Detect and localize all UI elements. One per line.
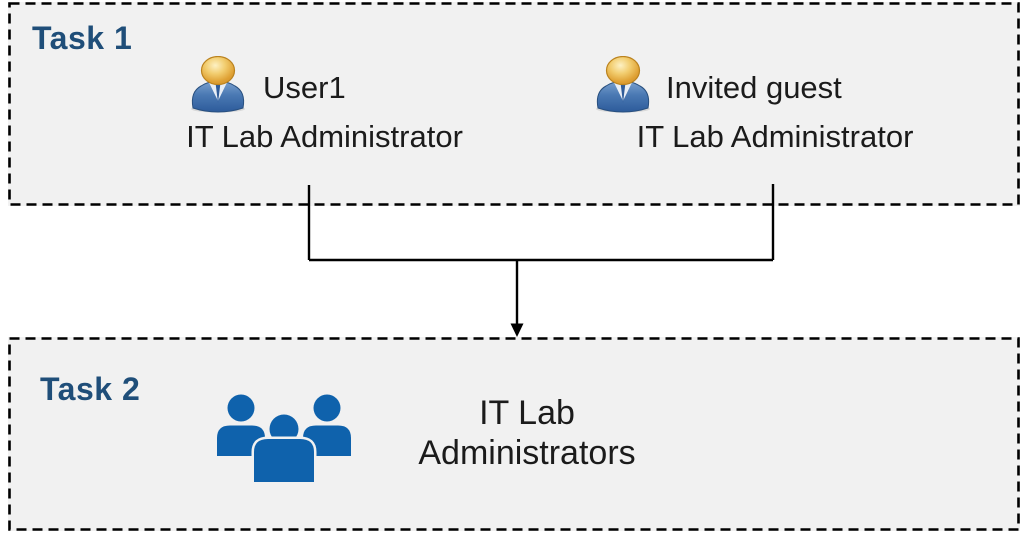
single-user-icon — [596, 56, 650, 113]
task2-title: Task 2 — [40, 371, 141, 407]
single-user-icon — [191, 56, 245, 113]
task1-title: Task 1 — [32, 20, 133, 56]
person2-name: Invited guest — [666, 70, 842, 105]
person2-role: IT Lab Administrator — [636, 119, 914, 154]
arrow-head-icon — [510, 323, 524, 337]
user-group-icon — [217, 394, 351, 484]
group-name-line1: IT Lab — [479, 394, 575, 432]
group-name: IT Lab Administrators — [404, 393, 650, 473]
task1-box — [8, 2, 1020, 206]
group-name-line2: Administrators — [418, 434, 636, 472]
person1-name: User1 — [263, 70, 346, 105]
task1-dashed-border — [8, 2, 1020, 206]
person1-role: IT Lab Administrator — [186, 119, 463, 154]
